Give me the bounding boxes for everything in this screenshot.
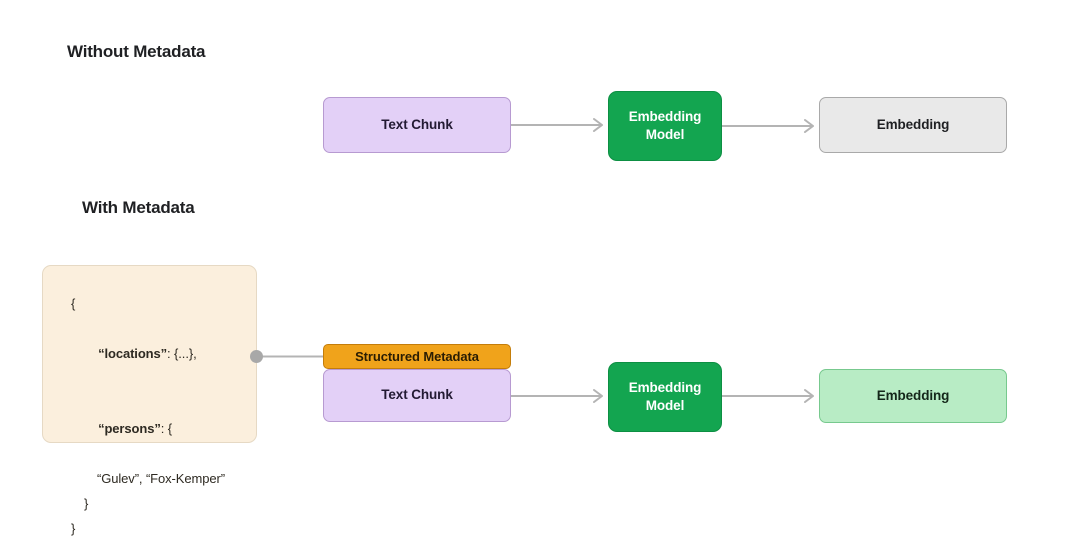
arrowhead-chunk-to-model-2 (593, 389, 603, 403)
embedding-model-line1: Embedding (628, 108, 702, 124)
json-line-close-brace: } (71, 520, 76, 536)
json-line-persons: “persons”: { (71, 392, 256, 467)
embedding-model-line2: Model (645, 127, 685, 142)
json-connector-dot (250, 350, 263, 363)
embedding-model-line1-2: Embedding (628, 379, 702, 395)
embedding-model-label-1: Embedding Model (629, 108, 702, 144)
json-line-locations: “locations”: {...}, (71, 317, 256, 392)
json-line-close-persons: } (84, 495, 89, 511)
json-metadata-panel: { “locations”: {...}, “persons”: { “Gule… (42, 265, 257, 536)
arrowhead-chunk-to-model-1 (593, 118, 603, 132)
json-value-locations: : {...}, (167, 345, 197, 361)
section-heading-without-metadata: Without Metadata (67, 42, 206, 61)
arrowhead-model-to-embedding-1 (804, 119, 814, 133)
json-line-open-brace: { (71, 296, 76, 311)
embedding-model-line2-2: Model (645, 398, 685, 413)
node-embedding-model-without-metadata[interactable]: Embedding Model (608, 91, 722, 161)
json-key-locations: “locations” (98, 345, 168, 361)
node-embedding-output-with-metadata[interactable]: Embedding (819, 369, 1007, 423)
section-heading-with-metadata: With Metadata (82, 198, 195, 217)
json-key-persons: “persons” (98, 420, 161, 436)
node-text-chunk-with-metadata[interactable]: Text Chunk (323, 369, 511, 422)
arrowhead-model-to-embedding-2 (804, 389, 814, 403)
node-text-chunk-without-metadata[interactable]: Text Chunk (323, 97, 511, 153)
embedding-model-label-2: Embedding Model (629, 379, 702, 415)
node-structured-metadata[interactable]: Structured Metadata (323, 344, 511, 369)
node-embedding-output-without-metadata[interactable]: Embedding (819, 97, 1007, 153)
node-embedding-model-with-metadata[interactable]: Embedding Model (608, 362, 722, 432)
json-value-persons-open: : { (160, 420, 172, 436)
json-line-person-values: “Gulev”, “Fox-Kemper” (97, 470, 225, 486)
